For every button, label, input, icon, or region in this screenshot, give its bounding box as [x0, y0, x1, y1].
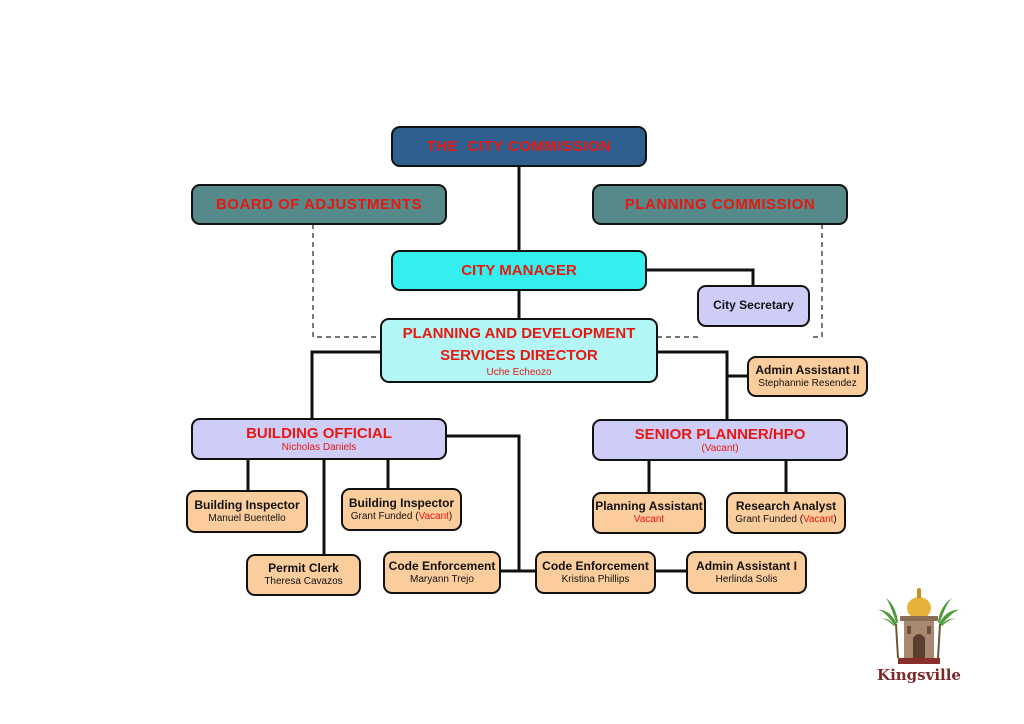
code-enforcement-2-box: Code Enforcement Kristina Phillips — [535, 551, 656, 594]
building-inspector-2-prefix: Grant Funded ( — [350, 510, 419, 522]
director-title-line1: PLANNING AND DEVELOPMENT — [402, 325, 636, 342]
building-official-title: BUILDING OFFICIAL — [246, 424, 392, 442]
admin-assistant-1-title: Admin Assistant I — [696, 558, 797, 573]
admin-assistant-2-title: Admin Assistant II — [755, 362, 860, 377]
director-title-line2: SERVICES DIRECTOR — [440, 346, 598, 364]
building-inspector-2-close: ) — [448, 510, 453, 522]
kingsville-logo-text: Kingsville — [877, 666, 961, 684]
code-enforcement-2-title: Code Enforcement — [542, 558, 649, 573]
code-enforcement-1-box: Code Enforcement Maryann Trejo — [383, 551, 501, 594]
permit-clerk-box: Permit Clerk Theresa Cavazos — [246, 554, 361, 596]
senior-planner-name: (Vacant) — [701, 442, 739, 454]
research-analyst-close: ) — [833, 514, 837, 526]
senior-planner-box: SENIOR PLANNER/HPO (Vacant) — [592, 419, 848, 461]
director-box: PLANNING AND DEVELOPMENT SERVICES DIRECT… — [380, 318, 658, 383]
line-building-codeenforcement — [447, 434, 521, 571]
building-official-name: Nicholas Daniels — [281, 441, 357, 453]
line-director-building — [310, 350, 381, 420]
building-inspector-2-funding: Grant Funded (Vacant) — [351, 511, 453, 523]
admin-assistant-2-box: Admin Assistant II Stephannie Resendez — [747, 356, 868, 397]
building-inspector-1-name: Manuel Buentello — [208, 512, 286, 524]
kingsville-logo — [876, 588, 962, 664]
city-manager-label: CITY MANAGER — [461, 261, 577, 279]
planning-commission-box: PLANNING COMMISSION — [592, 184, 848, 225]
planning-commission-label: PLANNING COMMISSION — [624, 195, 816, 213]
board-of-adjustments-box: BOARD OF ADJUSTMENTS — [191, 184, 447, 225]
research-analyst-box: Research Analyst Grant Funded (Vacant) — [726, 492, 846, 534]
board-of-adjustments-label: BOARD OF ADJUSTMENTS — [215, 195, 423, 213]
permit-clerk-name: Theresa Cavazos — [264, 576, 343, 588]
building-inspector-2-title: Building Inspector — [348, 495, 455, 510]
planning-assistant-box: Planning Assistant Vacant — [592, 492, 706, 534]
building-inspector-1-box: Building Inspector Manuel Buentello — [186, 490, 308, 533]
city-commission-box: THE CITY COMMISSION — [391, 126, 647, 167]
senior-planner-title: SENIOR PLANNER/HPO — [634, 425, 806, 443]
dashed-line-board — [312, 224, 381, 338]
line-director-planner — [657, 350, 729, 420]
building-official-box: BUILDING OFFICIAL Nicholas Daniels — [191, 418, 447, 460]
research-analyst-title: Research Analyst — [735, 499, 837, 514]
code-enforcement-1-name: Maryann Trejo — [410, 573, 474, 585]
code-enforcement-1-title: Code Enforcement — [388, 558, 496, 573]
admin-assistant-1-box: Admin Assistant I Herlinda Solis — [686, 551, 807, 594]
building-inspector-2-box: Building Inspector Grant Funded (Vacant) — [341, 488, 462, 531]
admin-assistant-1-name: Herlinda Solis — [715, 573, 778, 585]
admin-assistant-2-name: Stephannie Resendez — [758, 377, 857, 389]
planning-assistant-name: Vacant — [633, 514, 665, 526]
director-name: Uche Echeozo — [486, 366, 552, 378]
city-secretary-label: City Secretary — [713, 298, 794, 313]
city-commission-label: THE CITY COMMISSION — [426, 137, 612, 155]
city-manager-box: CITY MANAGER — [391, 250, 647, 291]
planning-assistant-title: Planning Assistant — [595, 499, 703, 514]
research-analyst-funding: Grant Funded (Vacant) — [735, 514, 837, 526]
line-manager-secretary — [646, 268, 755, 287]
code-enforcement-2-name: Kristina Phillips — [561, 573, 630, 585]
city-secretary-box: City Secretary — [697, 285, 810, 327]
permit-clerk-title: Permit Clerk — [268, 561, 339, 576]
research-analyst-vacant: Vacant — [803, 514, 834, 526]
dashed-line-planning-commission — [809, 224, 823, 338]
research-analyst-prefix: Grant Funded ( — [735, 514, 804, 526]
building-inspector-2-vacant: Vacant — [418, 510, 449, 522]
building-inspector-1-title: Building Inspector — [194, 497, 300, 512]
